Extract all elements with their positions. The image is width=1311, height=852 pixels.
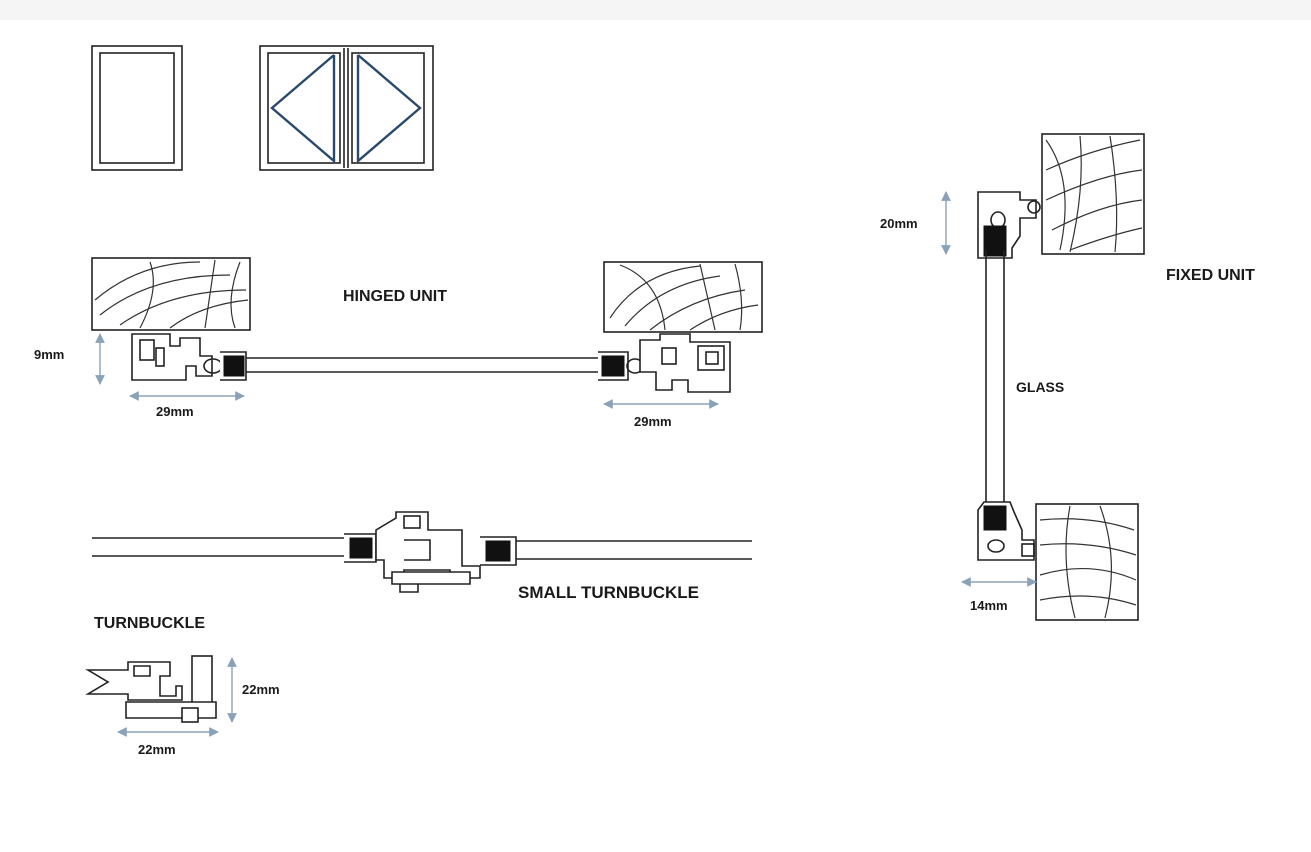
fixed-profile-bottom [977, 501, 1035, 561]
hinge-indicator-left [270, 54, 336, 164]
small-turnbuckle-section: SMALL TURNBUCKLE [92, 511, 752, 602]
dim-fixed-top: 20mm [880, 216, 918, 231]
turnbuckle-section: TURNBUCKLE 22mm 22mm [85, 615, 280, 757]
hinged-unit-label: HINGED UNIT [343, 288, 447, 305]
small-turnbuckle-label: SMALL TURNBUCKLE [518, 583, 699, 602]
hinged-unit-section: 9mm 29mm 29mm HINGED UNIT [34, 257, 763, 429]
fixed-profile-top [977, 191, 1041, 259]
wood-frame-left [91, 257, 251, 331]
wood-frame-bottom [1035, 503, 1139, 621]
wood-frame-top [1041, 133, 1145, 255]
dim-hinged-left-width: 29mm [156, 404, 194, 419]
dim-turnbuckle-width: 22mm [138, 742, 176, 757]
hinged-profile-right [598, 333, 731, 393]
hinge-indicator-right [356, 54, 422, 164]
hinged-glass-pane [246, 357, 604, 373]
wood-frame-right [603, 261, 763, 333]
casement-window-elevation [259, 45, 434, 171]
hinged-profile-left [131, 333, 247, 381]
fixed-glass-pane [985, 250, 1005, 512]
dim-hinged-right-width: 29mm [634, 414, 672, 429]
dim-fixed-bottom-width: 14mm [970, 598, 1008, 613]
turnbuckle-label: TURNBUCKLE [94, 615, 205, 632]
dim-turnbuckle-height: 22mm [242, 682, 280, 697]
fixed-unit-section: 20mm 14mm FIXED UNIT GLASS [880, 133, 1255, 621]
fixed-unit-label: FIXED UNIT [1166, 267, 1255, 284]
glass-label: GLASS [1016, 379, 1064, 395]
dim-hinged-height: 9mm [34, 347, 64, 362]
top-band [0, 0, 1311, 20]
fixed-window-elevation [91, 45, 183, 171]
